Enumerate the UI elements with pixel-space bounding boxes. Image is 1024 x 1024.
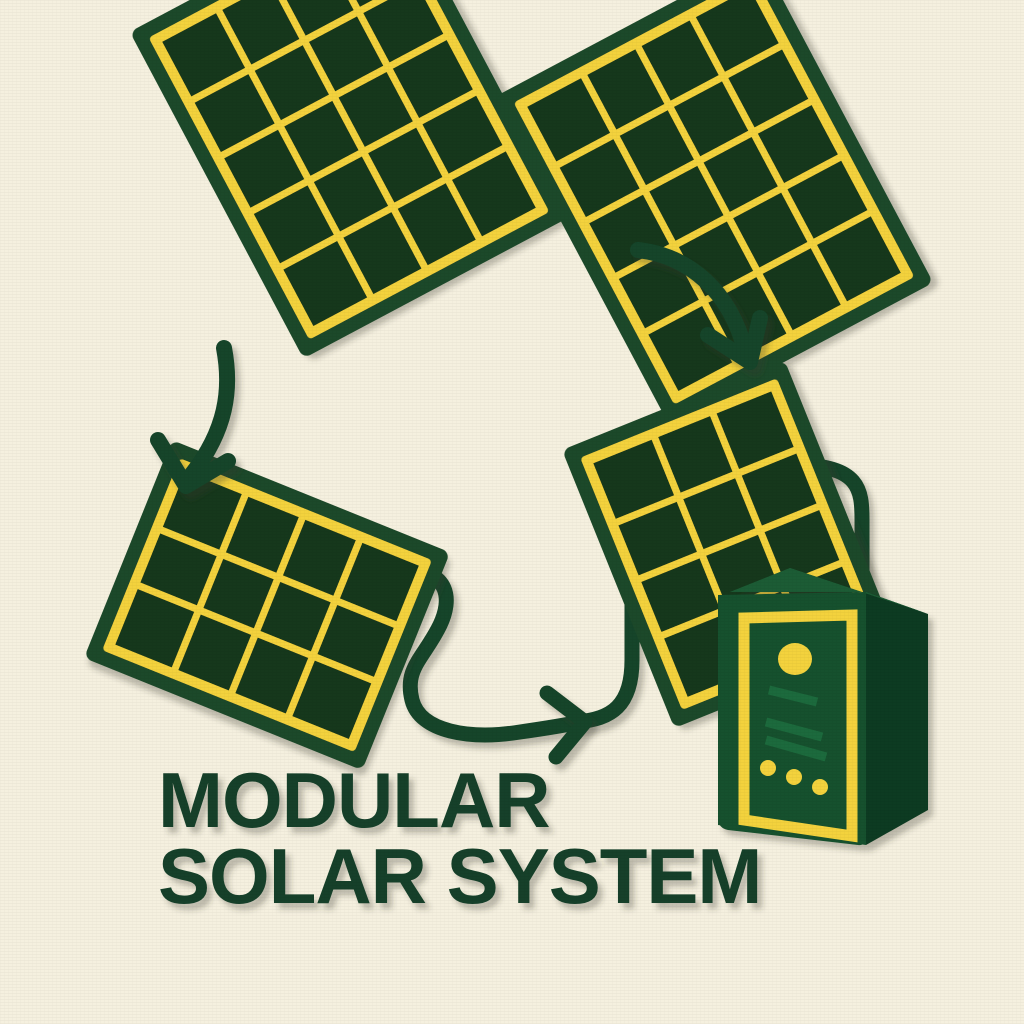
title-line-2: SOLAR SYSTEM [158,832,761,920]
cable-junction-arrowhead [539,685,593,765]
status-dot-1 [760,760,776,776]
flow-arrow-left-head [150,432,236,494]
poster-title: MODULAR SOLAR SYSTEM [158,756,762,920]
inverter-body [718,592,866,846]
flow-arrow-right-head [700,310,768,370]
flow-arrow-left-shaft [184,340,236,482]
title-line-1: MODULAR [158,756,550,844]
inverter-vent-bars [764,685,828,762]
status-dot-3 [812,779,828,795]
inverter-unit[interactable] [718,568,928,846]
inverter-display-frame [738,609,858,843]
flow-arrow-left [150,340,236,494]
flow-arrow-right-shaft [630,242,753,358]
flow-arrow-right [630,242,768,370]
vent-bar-1 [767,685,819,707]
status-dot-2 [786,769,802,785]
cable-panel-c [397,562,588,743]
inverter-top-bevel [730,568,928,614]
inverter-power-indicator[interactable] [778,643,812,675]
inverter-status-dots [760,760,828,795]
inverter-side-face [866,592,928,845]
vent-bar-2 [764,717,824,742]
vent-bar-3 [764,735,828,762]
